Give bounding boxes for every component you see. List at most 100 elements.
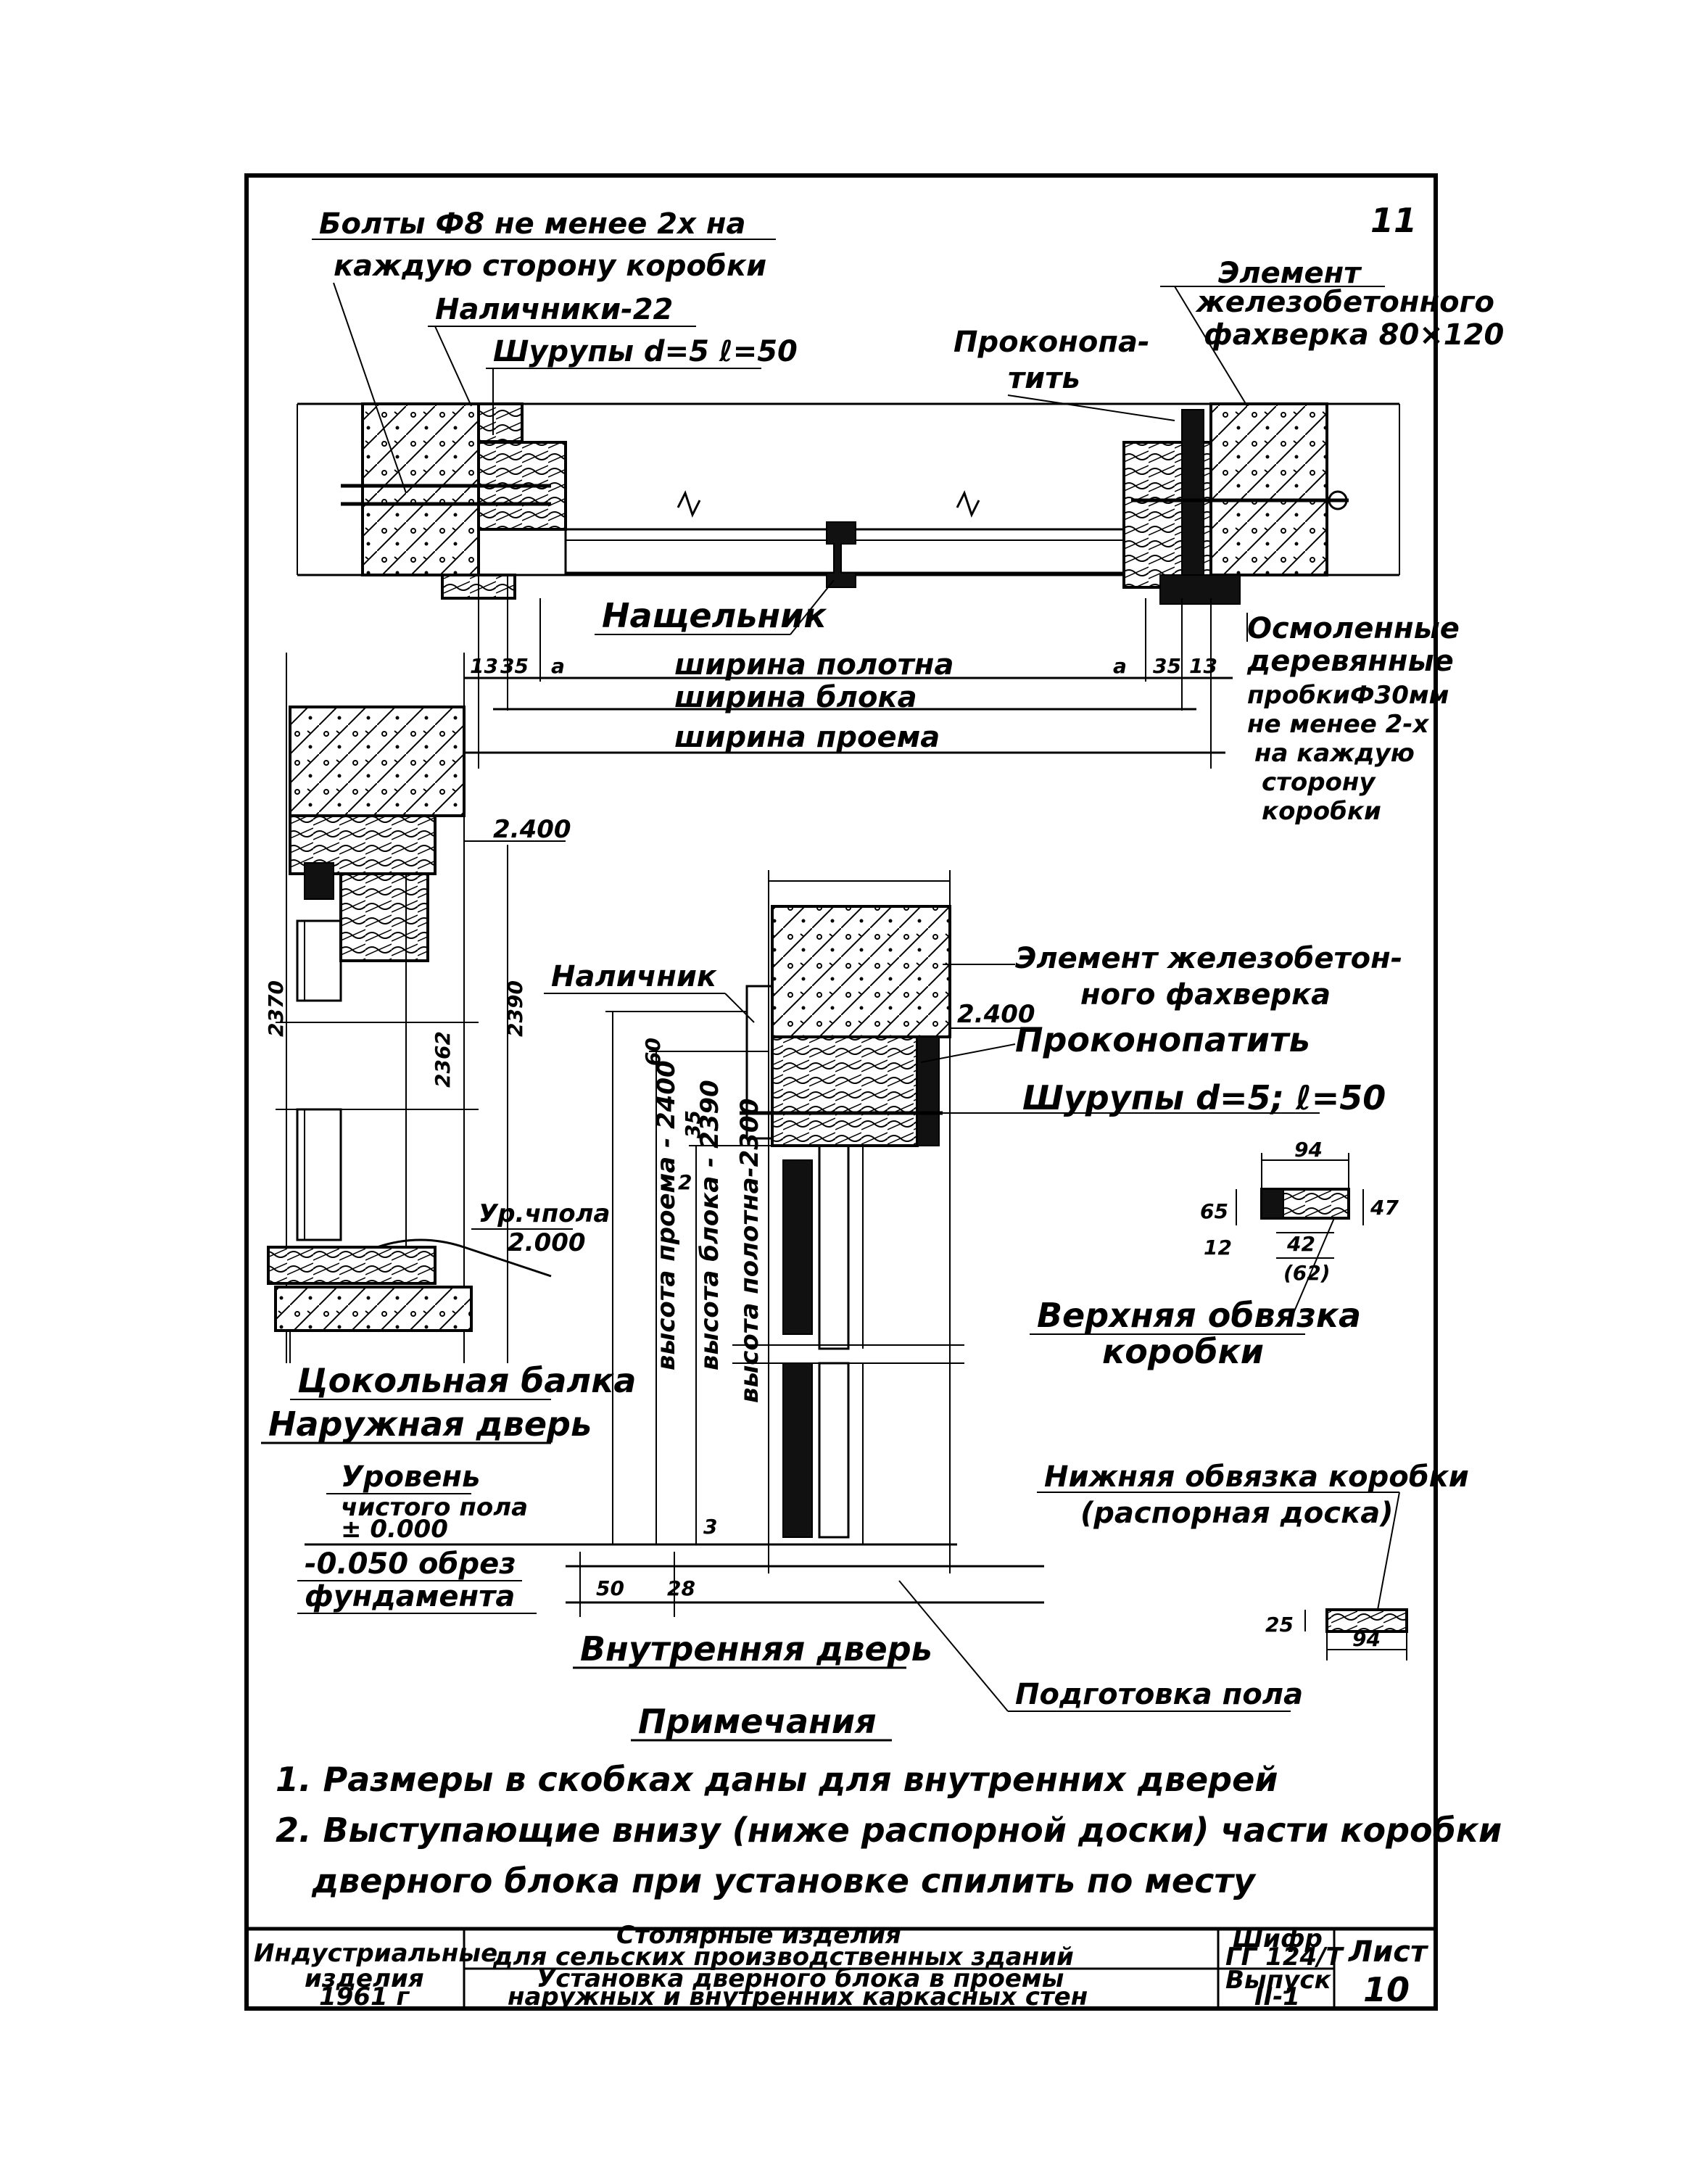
dim-a-left: a	[551, 654, 565, 678]
inner-elev-2400: 2.400	[957, 1000, 1035, 1029]
width-leaf-label: ширина полотна	[674, 648, 954, 682]
plugs-label-2: деревянные	[1246, 645, 1454, 678]
outer-elev-2400: 2.400	[493, 815, 571, 844]
outer-floor-value: 2.000	[508, 1228, 586, 1257]
element-label-3: фахверка 80×120	[1204, 318, 1504, 352]
plan-right-wall	[1209, 402, 1328, 576]
note-2b: дверного блока при установке спилить по …	[311, 1861, 1257, 1900]
dim-13-right: 13	[1189, 654, 1217, 678]
dim-35: 35	[681, 1110, 705, 1138]
outer-dim-2362: 2362	[431, 1031, 455, 1088]
h-opening-label: высота проема - 2400	[652, 1060, 681, 1370]
notes: Примечания 1. Размеры в скобках даны для…	[276, 1702, 1502, 1900]
top-rail-label-2: коробки	[1102, 1332, 1264, 1371]
section-outer-door: 2.400 2362 2390 2370 Ур.чпола 2.000 Цоко…	[261, 653, 636, 1444]
foundation-label: -0.050 обрез	[305, 1547, 516, 1581]
width-opening-label: ширина проема	[674, 721, 940, 754]
dim-13-left: 13	[470, 654, 498, 678]
inner-door-title: Внутренняя дверь	[580, 1629, 932, 1668]
dim-60: 60	[641, 1038, 665, 1066]
series-1: Индустриальные	[254, 1939, 497, 1968]
outer-door-title: Наружная дверь	[268, 1405, 592, 1444]
top-rail-sub: 42	[1286, 1232, 1315, 1256]
inner-door-leaf-top	[782, 1159, 813, 1335]
plugs-label: Осмоленные	[1247, 612, 1460, 645]
title-block: Индустриальные изделия 1961 г Столярные …	[244, 1921, 1438, 2011]
plugs-label-3: пробкиФ30мм	[1247, 681, 1449, 710]
dim-50: 50	[596, 1576, 624, 1600]
series-2: изделия	[305, 1964, 424, 1993]
issue-label: Выпуск	[1225, 1966, 1331, 1995]
notes-heading: Примечания	[638, 1702, 877, 1741]
top-rail-w: 94	[1294, 1138, 1323, 1162]
inner-header-wood	[771, 1035, 919, 1147]
dim-2: 2	[678, 1170, 692, 1194]
plugs-label-5: на каждую	[1254, 739, 1415, 768]
inner-lintel-concrete	[771, 905, 951, 1038]
caulk-label-2: тить	[1008, 362, 1080, 395]
bottom-rail-label-2: (распорная доска)	[1080, 1497, 1394, 1530]
inner-element-label-2: ного фахверка	[1080, 978, 1331, 1012]
element-label-2: железобетонного	[1195, 286, 1494, 319]
detail-top-rail: 94 65 47 12 42 (62) Верхняя обвязка коро…	[1030, 1138, 1399, 1371]
sheet-value: 10	[1363, 1970, 1410, 2009]
sheet-label: Лист	[1348, 1935, 1429, 1969]
top-rail-h1: 65	[1200, 1199, 1228, 1223]
title-1: Столярные изделия	[616, 1921, 901, 1950]
outer-sill	[267, 1246, 437, 1285]
outer-lintel-concrete	[289, 706, 466, 817]
element-label: Элемент	[1218, 257, 1362, 290]
subtitle-1: Установка дверного блока в проемы	[537, 1964, 1064, 1993]
h-leaf-label: высота полотна-2300	[735, 1099, 764, 1403]
sheet-number-top: 11	[1370, 201, 1417, 240]
bolts-label: Болты Ф8 не менее 2х на	[319, 207, 746, 241]
plugs-label-6: сторону	[1262, 768, 1376, 797]
plinth-beam	[274, 1286, 473, 1332]
inner-caulk-label: Проконопатить	[1015, 1020, 1310, 1059]
level-label-2: чистого пола	[341, 1493, 528, 1522]
inner-element-label: Элемент железобетон-	[1015, 942, 1402, 975]
casings-label: Наличники-22	[435, 293, 673, 326]
bottom-rail-w: 94	[1352, 1627, 1381, 1651]
dim-3: 3	[703, 1515, 717, 1539]
plugs-label-4: не менее 2-х	[1247, 710, 1429, 739]
bolts-label-2: каждую сторону коробки	[334, 249, 766, 283]
width-block-label: ширина блока	[674, 681, 917, 714]
section-inner-door: высота проема - 2400 высота блока - 2390…	[297, 870, 1402, 1712]
code: ГГ 124/Т	[1225, 1943, 1345, 1972]
caulk-label: Проконопа-	[954, 326, 1150, 359]
bottom-rail-label: Нижняя обвязка коробки	[1044, 1460, 1469, 1494]
strike-label: Нащельник	[602, 596, 827, 635]
subtitle-2: наружных и внутренних каркасных стен	[508, 1982, 1088, 2011]
top-rail-h2: 47	[1370, 1196, 1399, 1220]
outer-floor-level: Ур.чпола	[479, 1199, 611, 1228]
casing-label: Наличник	[551, 960, 717, 993]
note-2: 2. Выступающие внизу (ниже распорной дос…	[276, 1811, 1502, 1850]
title-2: для сельских производственных зданий	[492, 1943, 1074, 1972]
outer-dim-2390: 2390	[503, 980, 527, 1037]
top-rail-side: 12	[1204, 1236, 1232, 1259]
dim-28: 28	[667, 1576, 695, 1600]
code-label: Шифр	[1233, 1924, 1323, 1953]
detail-bottom-rail: Нижняя обвязка коробки (распорная доска)…	[1037, 1460, 1469, 1660]
screws-label: Шурупы d=5 ℓ=50	[493, 335, 798, 368]
level-label-3: ± 0.000	[341, 1515, 448, 1544]
series-3: 1961 г	[319, 1982, 410, 2011]
foundation-label-2: фундамента	[305, 1580, 515, 1613]
plan-left-wall	[361, 402, 480, 576]
plugs-label-7: коробки	[1262, 797, 1381, 826]
plan-view: ширина полотна ширина блока ширина проем…	[297, 207, 1504, 826]
strike-plate	[826, 521, 856, 588]
level-label: Уровень	[341, 1460, 480, 1494]
dim-35-left: 35	[500, 654, 529, 678]
bottom-rail-h: 25	[1265, 1613, 1294, 1637]
outer-dim-2370: 2370	[264, 980, 288, 1037]
dim-a-right: a	[1113, 654, 1127, 678]
floor-prep-label: Подготовка пола	[1015, 1678, 1303, 1711]
h-block-label: высота блока - 2390	[695, 1080, 724, 1370]
inner-door-leaf-bottom	[782, 1362, 813, 1538]
issue: II-1	[1254, 1982, 1300, 2011]
plinth-beam-label: Цокольная балка	[297, 1361, 636, 1400]
note-1: 1. Размеры в скобках даны для внутренних…	[276, 1760, 1278, 1799]
